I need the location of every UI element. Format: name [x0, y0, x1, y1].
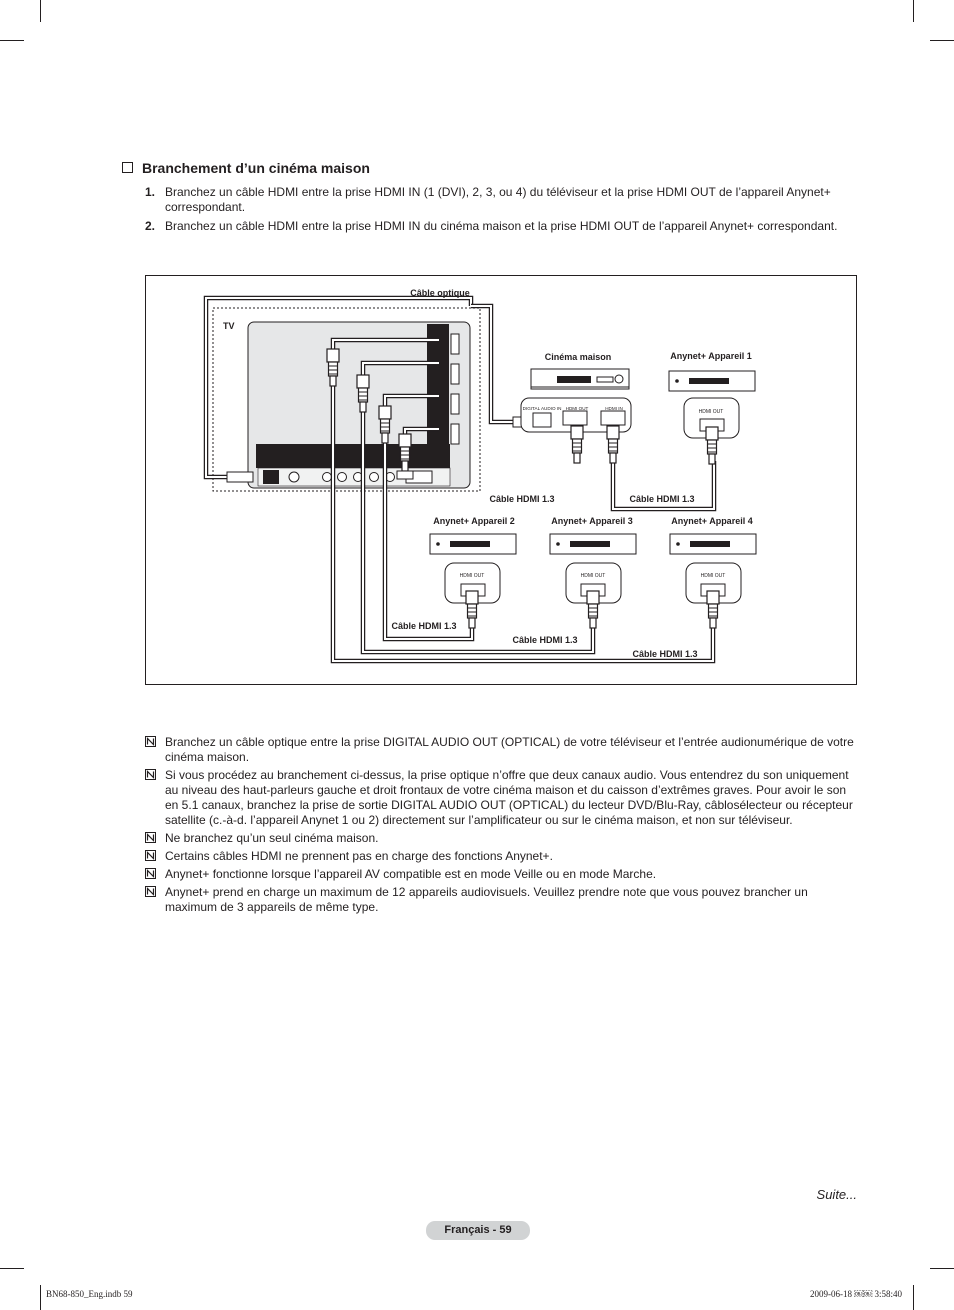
cable-label: Câble HDMI 1.3: [391, 621, 456, 631]
optical-cable-label: Câble optique: [410, 288, 470, 298]
step-item: 2. Branchez un câble HDMI entre la prise…: [145, 219, 857, 234]
note-icon: [145, 868, 156, 879]
cable-label: Câble HDMI 1.3: [629, 494, 694, 504]
anynet-device-illustration: [668, 370, 756, 439]
anynet-device-illustration: [429, 533, 517, 604]
tv-label: TV: [223, 321, 235, 331]
tv-illustration: [212, 307, 481, 492]
port-label: HDMI OUT: [699, 409, 724, 415]
note-item: Anynet+ fonctionne lorsque l’appareil AV…: [145, 867, 860, 882]
checkbox-bullet-icon: [122, 162, 133, 173]
crop-mark: [40, 1285, 41, 1310]
cable-label: Câble HDMI 1.3: [632, 649, 697, 659]
step-number: 1.: [145, 185, 156, 199]
crop-mark: [930, 40, 954, 41]
continued-label: Suite...: [816, 1187, 857, 1202]
step-item: 1. Branchez un câble HDMI entre la prise…: [145, 185, 857, 215]
cable-label: Câble HDMI 1.3: [512, 635, 577, 645]
step-text: Branchez un câble HDMI entre la prise HD…: [165, 185, 831, 214]
note-item: Branchez un câble optique entre la prise…: [145, 735, 860, 765]
device-label: Anynet+ Appareil 3: [551, 516, 632, 526]
home-theater-illustration: [520, 368, 632, 433]
device-label: Anynet+ Appareil 1: [670, 351, 751, 361]
crop-mark: [40, 0, 41, 22]
note-icon: [145, 850, 156, 861]
note-item: Anynet+ prend en charge un maximum de 12…: [145, 885, 860, 915]
notes-list: Branchez un câble optique entre la prise…: [145, 735, 860, 918]
crop-mark: [913, 0, 914, 22]
device-label: Anynet+ Appareil 4: [671, 516, 752, 526]
note-item: Certains câbles HDMI ne prennent pas en …: [145, 849, 860, 864]
crop-mark: [0, 1268, 24, 1269]
print-slug: 2009-06-18 ￼￼ 3:58:40: [810, 1289, 902, 1299]
step-number: 2.: [145, 219, 156, 233]
page-number: Français - 59: [426, 1221, 530, 1240]
port-label: DIGITAL AUDIO IN: [523, 406, 562, 411]
optical-cable: [203, 295, 474, 306]
print-slug: BN68-850_Eng.indb 59: [46, 1289, 133, 1299]
section-title: Branchement d’un cinéma maison: [122, 160, 370, 176]
device-label: Anynet+ Appareil 2: [433, 516, 514, 526]
crop-mark: [0, 40, 24, 41]
note-icon: [145, 736, 156, 747]
note-item: Ne branchez qu’un seul cinéma maison.: [145, 831, 860, 846]
port-label: HDMI OUT: [566, 406, 589, 411]
step-text: Branchez un câble HDMI entre la prise HD…: [165, 219, 838, 233]
note-item: Si vous procédez au branchement ci-dessu…: [145, 768, 860, 828]
port-label: HDMI IN: [605, 406, 623, 411]
connection-diagram: TV Câble optique: [145, 275, 857, 685]
anynet-device-illustration: [549, 533, 637, 604]
port-label: HDMI OUT: [701, 573, 726, 579]
cable-label: Câble HDMI 1.3: [489, 494, 554, 504]
note-icon: [145, 832, 156, 843]
note-icon: [145, 886, 156, 897]
crop-mark: [930, 1268, 954, 1269]
crop-mark: [913, 1285, 914, 1310]
port-label: HDMI OUT: [460, 573, 485, 579]
home-theater-label: Cinéma maison: [545, 352, 612, 362]
port-label: HDMI OUT: [581, 573, 606, 579]
note-icon: [145, 769, 156, 780]
